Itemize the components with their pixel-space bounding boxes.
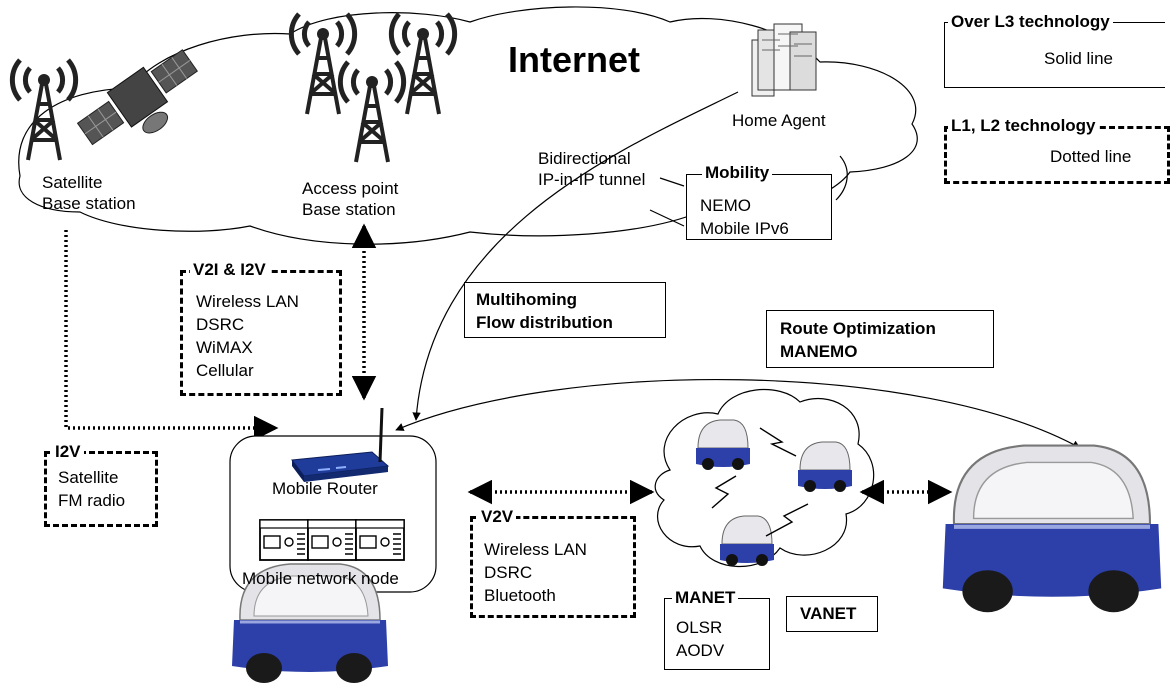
list-item: Mobile IPv6	[700, 219, 789, 238]
route-optimization-list: Route Optimization MANEMO	[780, 317, 936, 363]
wireless-bolt-icon	[765, 503, 809, 537]
list-item: NEMO	[700, 196, 751, 215]
mobile-network-node-icon	[307, 519, 357, 561]
multihoming-box	[464, 282, 666, 338]
list-item: DSRC	[484, 563, 533, 582]
route-optimization-line	[395, 378, 1081, 449]
list-item: Cellular	[196, 361, 254, 380]
wireless-bolt-icon	[711, 475, 737, 509]
mobile-network-node-label: Mobile network node	[242, 569, 399, 588]
list-item: FM radio	[58, 491, 126, 510]
legend-l3-box	[944, 22, 1165, 88]
list-item: Wireless LAN	[484, 540, 587, 559]
list-item: MANEMO	[780, 342, 858, 361]
list-item: Route Optimization	[780, 319, 936, 338]
list-item: DSRC	[196, 315, 245, 334]
i2v-box	[44, 451, 158, 527]
vanet-cloud	[654, 389, 875, 568]
satellite-tower-icon	[12, 60, 75, 160]
tunnel-label: Bidirectional IP-in-IP tunnel	[538, 149, 646, 189]
i2v-title: I2V	[52, 442, 84, 462]
vanet-label: VANET	[800, 604, 857, 623]
mobile-network-node-icon	[259, 519, 309, 561]
access-point-tower-icon	[340, 62, 403, 162]
mobility-title: Mobility	[702, 163, 773, 183]
v2v-title: V2V	[478, 507, 517, 527]
manet-box	[664, 598, 770, 670]
v2i-i2v-title: V2I & I2V	[190, 260, 269, 280]
v2v-list: Wireless LAN DSRC Bluetooth	[484, 538, 587, 607]
list-item: OLSR	[676, 618, 723, 637]
vanet-vehicle-icon	[695, 419, 751, 471]
vanet-vehicle-icon	[797, 441, 853, 493]
v2v-box	[470, 516, 636, 618]
satellite-link-dotted-line	[64, 230, 279, 441]
list-item: Bluetooth	[484, 586, 556, 605]
manet-list: OLSR AODV	[676, 616, 724, 662]
multihoming-list: Multihoming Flow distribution	[476, 288, 613, 334]
mobile-router-label: Mobile Router	[272, 479, 378, 498]
home-agent-server-icon	[751, 23, 817, 97]
legend-l3-title: Over L3 technology	[948, 12, 1113, 32]
list-item: Wireless LAN	[196, 292, 299, 311]
router-icon	[291, 407, 390, 482]
list-item: Multihoming	[476, 290, 578, 309]
internet-label: Internet	[508, 39, 641, 80]
list-item: WiMAX	[196, 338, 253, 357]
legend-solid-line-label: Solid line	[1044, 49, 1113, 68]
i2v-list: Satellite FM radio	[58, 466, 125, 512]
mobility-list: NEMO Mobile IPv6	[700, 194, 789, 240]
vanet-box	[786, 596, 878, 632]
route-optimization-box	[766, 310, 994, 368]
vanet-vehicle-icon	[719, 515, 775, 567]
ip-in-ip-tunnel-line	[412, 91, 739, 421]
home-agent-label: Home Agent	[732, 111, 826, 130]
vehicle-icon	[943, 446, 1161, 613]
access-point-base-station-label: Access point Base station	[302, 179, 399, 219]
list-item: AODV	[676, 641, 725, 660]
v2i-i2v-list: Wireless LAN DSRC WiMAX Cellular	[196, 290, 299, 382]
satellite-base-station-label: Satellite Base station	[42, 173, 136, 213]
legend-l1l2-title: L1, L2 technology	[948, 116, 1099, 136]
legend-dotted-line-label: Dotted line	[1050, 147, 1132, 166]
satellite-icon	[76, 49, 199, 146]
mobility-box	[686, 174, 832, 240]
manet-title: MANET	[672, 588, 739, 608]
wireless-bolt-icon	[759, 427, 797, 457]
list-item: Satellite	[58, 468, 119, 487]
mobile-network-node-icon	[355, 519, 405, 561]
list-item: Flow distribution	[476, 313, 613, 332]
